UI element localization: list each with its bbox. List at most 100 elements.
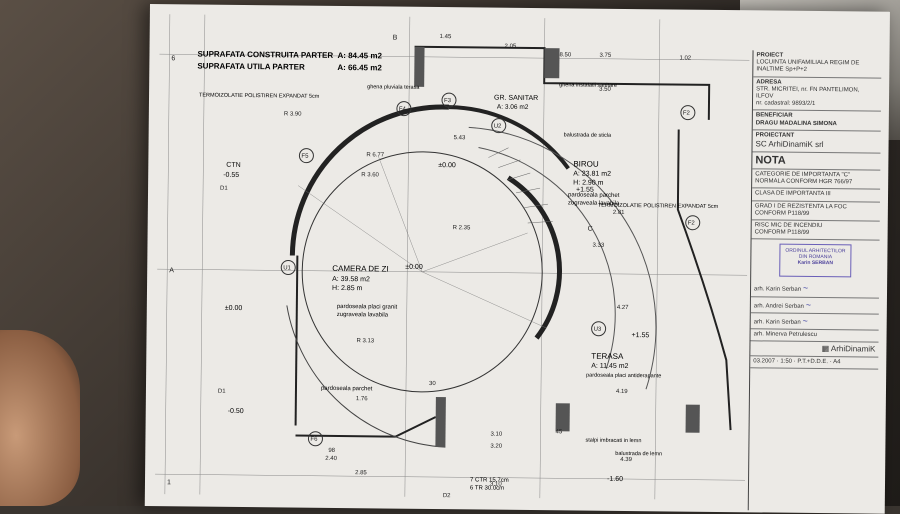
note-parchet: pardoseala parchet <box>321 386 373 393</box>
hand <box>0 330 80 506</box>
dim: 4.19 <box>616 389 628 395</box>
dim: R 3.90 <box>284 111 302 117</box>
marker-f4: F4 <box>399 107 407 113</box>
marker-d1: D1 <box>220 186 228 192</box>
logo-icon: ▦ <box>821 344 830 354</box>
floor-plan: SUPRAFATA CONSTRUITA PARTER A: 84.45 m2 … <box>155 14 750 500</box>
stair-spec: 7 CTR 15.7cm <box>470 477 509 483</box>
level-minus-2: -1.60 <box>607 476 623 483</box>
marker-u2: U2 <box>494 124 502 130</box>
project-name: LOCUINTA UNIFAMILIALA REGIM DE INALTIME … <box>756 59 860 74</box>
dim: 3.33 <box>592 243 604 249</box>
level-minus: -0.50 <box>228 408 244 415</box>
level-plus: +1.55 <box>576 186 594 193</box>
signature-row: arh. Andrei Serban ~ <box>750 296 879 315</box>
axis-c-label: C <box>588 226 593 233</box>
room-floor: pardoseala placi granit <box>337 304 398 311</box>
dim: 2.85 <box>355 470 367 476</box>
dim: 4.27 <box>617 305 629 311</box>
dim: R 6.77 <box>366 152 384 158</box>
dim: R 3.60 <box>361 172 379 178</box>
header-val1: A: 84.45 m2 <box>337 51 382 60</box>
dim: 3.10 <box>490 482 502 488</box>
insulation-note: TERMOIZOLATIE POLISTIREN EXPANDAT 5cm <box>199 93 320 100</box>
note-gutter2: ghena instalatii sanitare <box>559 82 617 89</box>
marker-f2: F2 <box>683 111 691 117</box>
room-bath: GR. SANITAR A: 3.06 m2 <box>494 95 538 111</box>
marker-f6: F6 <box>310 437 318 443</box>
dim: 3.75 <box>599 53 611 59</box>
note-wood-balustrade: balustrada de lemn <box>615 451 662 457</box>
level-zero-3: ±0.00 <box>405 264 423 271</box>
room-area: A: 23.81 m2 <box>573 170 611 177</box>
note-glass-balustrade: balustrada de sticla <box>564 132 612 139</box>
dim: 2.40 <box>325 456 337 462</box>
header-line1: SUPRAFATA CONSTRUITA PARTER <box>197 50 333 60</box>
header-val2: A: 66.45 m2 <box>337 63 382 72</box>
room-area: A: 39.58 m2 <box>332 276 370 283</box>
dim: 1.45 <box>440 34 452 40</box>
room-name: CAMERA DE ZI <box>332 264 389 274</box>
axis-6-label: 6 <box>171 55 175 62</box>
brand-row: ▦ ArhiDinamiK <box>750 341 879 358</box>
room-height: H: 2.85 m <box>332 285 363 292</box>
room-floor: pardoseala placi antiderapante <box>586 373 661 380</box>
dim: 5.43 <box>454 135 466 141</box>
room-floor: pardoseala parchet <box>568 192 620 199</box>
header-line2: SUPRAFATA UTILA PARTER <box>197 61 305 71</box>
dim: 2.81 <box>613 210 625 216</box>
ctn-value: -0.55 <box>223 172 239 179</box>
room-name: BIROU <box>573 159 599 168</box>
dim: 3.20 <box>490 444 502 450</box>
room-living: CAMERA DE ZI A: 39.58 m2 H: 2.85 m pardo… <box>332 264 398 319</box>
room-height: H: 2.90 m <box>573 179 604 186</box>
drawing-sheet: SUPRAFATA CONSTRUITA PARTER A: 84.45 m2 … <box>144 4 890 514</box>
room-area: A: 11.45 m2 <box>591 363 628 370</box>
axis-b-label: B <box>393 35 398 42</box>
dim: R 3.13 <box>356 338 374 344</box>
insulation-note-2: TERMOIZOLATIE POLISTIREN EXPANDAT 5cm <box>598 203 719 210</box>
room-office: BIROU A: 23.81 m2 H: 2.90 m pardoseala p… <box>568 159 620 207</box>
level-zero-2: ±0.00 <box>225 305 243 312</box>
marker-d2: D2 <box>443 493 451 499</box>
dim: 3.10 <box>490 432 502 438</box>
axis-1-label: 1 <box>167 479 171 486</box>
signature-row: arh. Karin Serban ~ <box>750 313 879 331</box>
dim: 1.76 <box>356 396 368 402</box>
room-walls: zugraveala lavabila <box>337 312 389 319</box>
signature-row: arh. Karin Serban ~ <box>750 280 880 299</box>
dim: 98 <box>328 448 335 454</box>
dim: 4.39 <box>620 457 632 463</box>
marker-f3: F3 <box>444 98 452 104</box>
dim: 2.05 <box>505 44 517 50</box>
room-walls: zugraveala lavabila <box>568 200 620 207</box>
note-gutter: ghena pluviala terasa <box>367 84 420 91</box>
dim: 1.02 <box>679 56 691 62</box>
dim: 3.50 <box>599 87 611 93</box>
category-row: CATEGORIE DE IMPORTANTA "C"NORMALA CONFO… <box>752 169 881 191</box>
room-name: TERASA <box>591 352 624 361</box>
stair-spec-2: 6 TR 30.0cm <box>470 485 504 491</box>
room-area: A: 3.06 m2 <box>497 104 529 111</box>
room-terrace: TERASA A: 11.45 m2 pardoseala placi anti… <box>586 352 661 380</box>
dim: 30 <box>429 381 436 387</box>
marker-u1: U1 <box>283 265 291 271</box>
level-plus-2: +1.55 <box>632 332 650 339</box>
note-stairs: stalpi imbracati in lemn <box>585 438 641 445</box>
marker-u3: U3 <box>594 327 602 333</box>
dim: 45 <box>556 429 563 435</box>
room-name: GR. SANITAR <box>494 95 538 102</box>
marker-d1-2: D1 <box>218 389 226 395</box>
dim: 8.50 <box>559 52 571 58</box>
date-row: 03.2007 · 1:50 · P.T.+D.D.E. · A4 <box>750 356 879 370</box>
level-zero: ±0.00 <box>438 162 456 169</box>
dim: R 2.35 <box>453 225 471 231</box>
